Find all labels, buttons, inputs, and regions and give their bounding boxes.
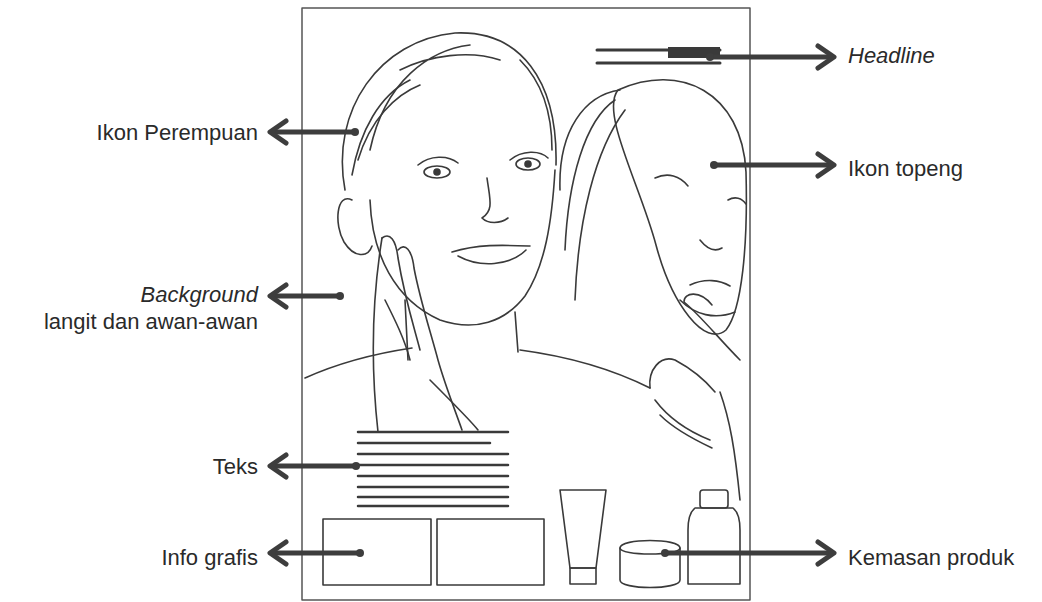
callout-label: Kemasan produk	[848, 544, 1014, 571]
text-lines	[358, 432, 508, 506]
callout-label: Info grafis	[161, 544, 258, 571]
callout-label: Headline	[848, 42, 935, 69]
ad-frame	[302, 8, 750, 600]
woman-figure	[305, 33, 650, 432]
callout-label: Ikon Perempuan	[97, 119, 258, 146]
mask-figure	[560, 80, 746, 500]
callout-label: Background langit dan awan-awan	[8, 281, 258, 335]
headline-bars	[597, 47, 720, 63]
callout-label: Ikon topeng	[848, 155, 963, 182]
callout-label: Teks	[213, 453, 258, 480]
product-packaging	[560, 490, 740, 588]
leader-arrows	[270, 46, 834, 564]
infographic-box	[437, 519, 544, 585]
leader-dots	[336, 53, 718, 557]
